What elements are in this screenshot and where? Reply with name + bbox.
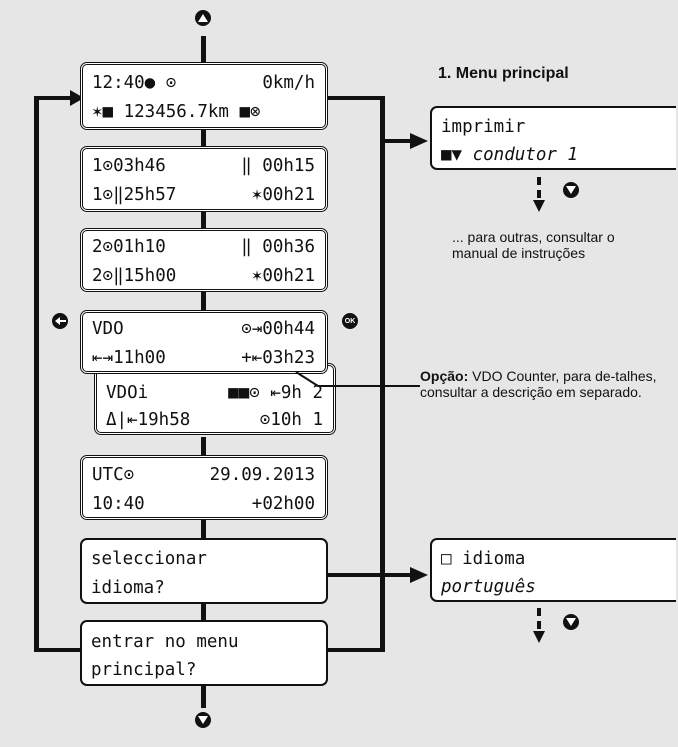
vdoi-line-1-right: ■■⊙ ⇤9h 2	[228, 383, 323, 403]
left-loop-vertical	[34, 96, 39, 652]
utc-label: UTC⊙	[92, 465, 135, 485]
select-language-line-2: idioma?	[91, 578, 165, 598]
language-line-2: português	[441, 577, 536, 597]
utc-time: 10:40	[92, 494, 145, 514]
screen-print: imprimir ■▼ condutor 1	[430, 106, 676, 170]
screen-language: □ idioma português	[430, 538, 676, 602]
connector-6-7	[201, 604, 206, 620]
arrow-to-lang-head	[410, 567, 428, 583]
time-line: 12:40● ⊙	[92, 73, 177, 93]
arrow-to-print-line	[385, 139, 412, 143]
vdoi-line-2: Δ|⇤19h58	[106, 410, 191, 430]
driver2-break-time: ‖ 00h36	[241, 237, 315, 257]
screen-select-language: seleccionar idioma?	[80, 538, 328, 604]
vdoi-line-2-right: ⊙10h 1	[259, 410, 323, 430]
right-loop-vertical	[380, 96, 385, 652]
screen-driver2-times: 2⊙01h10 ‖ 00h36 2⊙‖15h00 ✶00h21	[80, 228, 328, 292]
driver2-drive-time: 2⊙01h10	[92, 237, 166, 257]
print-line-1: imprimir	[441, 117, 526, 137]
vdo-label: VDO	[92, 319, 124, 339]
option-note: Opção: VDO Counter, para de-talhes, cons…	[420, 368, 678, 400]
utc-offset: +02h00	[251, 494, 315, 514]
screen-enter-main-menu: entrar no menu principal?	[80, 620, 328, 686]
vdoi-line-1: VDOi	[106, 383, 149, 403]
top-connector	[201, 36, 206, 62]
driver1-drive-time: 1⊙03h46	[92, 156, 166, 176]
print-down-arrow-icon	[563, 182, 579, 198]
screen-standard-display: 12:40● ⊙ 0km/h ✶■ 123456.7km ■⊗	[80, 62, 328, 130]
down-arrow-icon[interactable]	[195, 712, 211, 728]
screen-utc-time: UTC⊙ 29.09.2013 10:40 +02h00	[80, 455, 328, 520]
print-note: ... para outras, consultar o manual de i…	[452, 229, 615, 261]
connector-5-6	[201, 520, 206, 538]
driver1-break-time: ‖ 00h15	[241, 156, 315, 176]
vdo-next-start: +⇤03h23	[241, 348, 315, 368]
option-label: Opção:	[420, 368, 469, 384]
connector-3-4	[201, 292, 206, 310]
driver1-double-week: 1⊙‖25h57	[92, 185, 177, 205]
arrow-from-select-line	[328, 573, 380, 577]
right-loop-top	[328, 96, 384, 100]
connector-1-2	[201, 130, 206, 146]
arrow-to-print-head	[410, 133, 428, 149]
screen-vdo-counter: VDO ⊙⇥00h44 ⇤⇥11h00 +⇤03h23	[80, 310, 328, 374]
vdo-next-rest: ⇤⇥11h00	[92, 348, 166, 368]
ok-button-icon[interactable]: OK	[342, 313, 358, 329]
print-dash-arrowhead	[533, 200, 545, 212]
utc-date: 29.09.2013	[209, 465, 315, 485]
enter-menu-line-2: principal?	[91, 660, 197, 680]
driver1-rest-time: ✶00h21	[251, 185, 315, 205]
vdo-remaining-drive: ⊙⇥00h44	[241, 319, 315, 339]
connector-2-3	[201, 212, 206, 228]
speed-value: 0km/h	[262, 73, 315, 93]
select-language-line-1: seleccionar	[91, 549, 207, 569]
print-dash-2	[537, 190, 541, 198]
main-menu-title: 1. Menu principal	[438, 65, 569, 82]
arrow-to-lang-line	[385, 573, 412, 577]
connector-4-5	[201, 437, 206, 455]
lang-dash-2	[537, 621, 541, 629]
up-arrow-icon[interactable]	[195, 10, 211, 26]
left-loop-bottom	[34, 648, 80, 652]
bottom-connector	[201, 686, 206, 708]
lang-down-arrow-icon	[563, 614, 579, 630]
odometer-line: ✶■ 123456.7km ■⊗	[92, 102, 261, 122]
print-dash-1	[537, 177, 541, 185]
screen-driver1-times: 1⊙03h46 ‖ 00h15 1⊙‖25h57 ✶00h21	[80, 146, 328, 212]
option-text: VDO Counter, para de-talhes, consultar a…	[420, 368, 657, 400]
print-line-2: ■▼ condutor 1	[441, 145, 578, 165]
lang-dash-1	[537, 608, 541, 616]
driver2-rest-time: ✶00h21	[251, 266, 315, 286]
left-loop-top	[34, 96, 74, 100]
lang-dash-arrowhead	[533, 631, 545, 643]
ok-label: OK	[344, 317, 356, 325]
right-loop-bottom	[328, 648, 384, 652]
language-line-1: □ idioma	[441, 549, 526, 569]
back-icon[interactable]	[52, 313, 68, 329]
enter-menu-line-1: entrar no menu	[91, 632, 239, 652]
driver2-double-week: 2⊙‖15h00	[92, 266, 177, 286]
